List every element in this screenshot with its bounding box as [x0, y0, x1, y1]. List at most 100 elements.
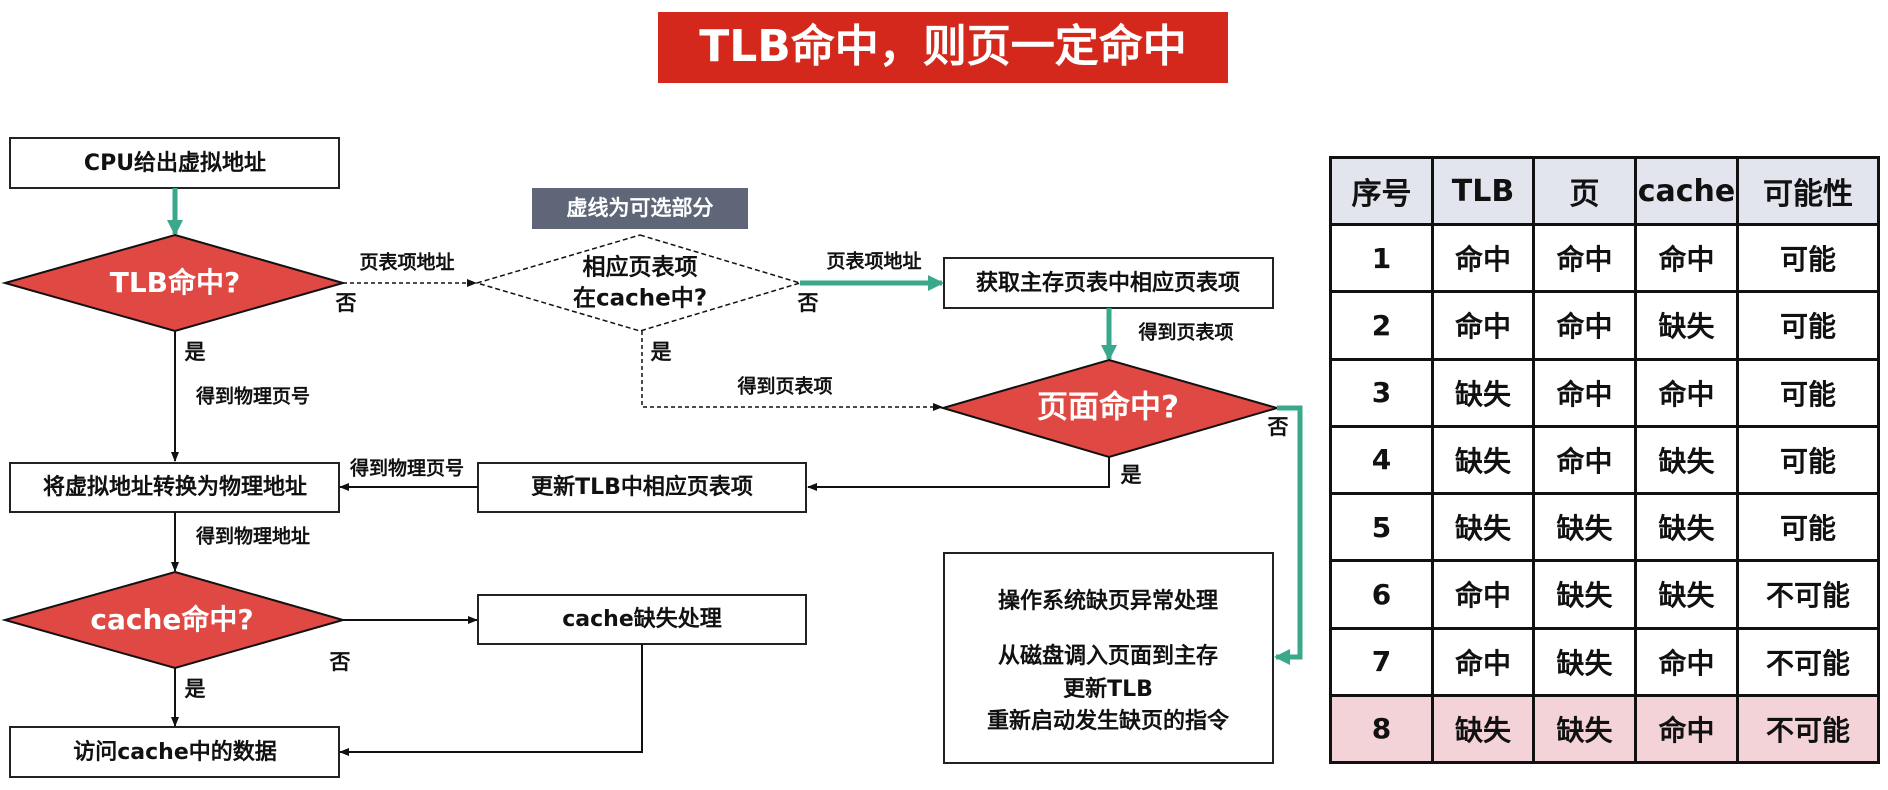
label-got-pa: 得到物理地址 — [195, 525, 310, 548]
label-no: 否 — [1268, 415, 1289, 439]
access-cache-box: 访问cache中的数据 — [9, 726, 340, 778]
cell-tlb: 缺失 — [1431, 424, 1535, 496]
cell-tlb: 命中 — [1431, 626, 1535, 697]
page-title: TLB命中，则页一定命中 — [699, 21, 1187, 72]
update-tlb-box: 更新TLB中相应页表项 — [477, 462, 807, 513]
cpu-text: CPU给出虚拟地址 — [84, 150, 266, 176]
cell-index: 3 — [1329, 357, 1434, 428]
cell-page: 命中 — [1532, 290, 1637, 361]
label-got-pte: 得到页表项 — [736, 375, 832, 398]
label-yes: 是 — [185, 340, 206, 364]
cell-possibility: 不可能 — [1736, 559, 1880, 630]
cell-index: 1 — [1329, 222, 1434, 294]
cell-possibility: 可能 — [1736, 424, 1880, 496]
cell-possibility: 可能 — [1736, 290, 1880, 361]
header-possibility: 可能性 — [1736, 156, 1880, 226]
cell-index: 4 — [1329, 424, 1434, 496]
table-header-row: 序号 TLB 页 cache 可能性 — [1329, 156, 1880, 226]
cell-page: 缺失 — [1532, 559, 1637, 630]
cell-index: 8 — [1329, 693, 1434, 765]
dashed-arrow — [641, 331, 943, 411]
cell-index: 5 — [1329, 491, 1434, 563]
cell-possibility: 不可能 — [1736, 626, 1880, 697]
access-cache-text: 访问cache中的数据 — [73, 739, 277, 765]
cell-index: 7 — [1329, 626, 1434, 697]
label-no: 否 — [330, 650, 351, 674]
cell-index: 6 — [1329, 559, 1434, 630]
cell-possibility: 可能 — [1736, 491, 1880, 563]
header-tlb: TLB — [1431, 156, 1535, 226]
fetch-pte-box: 获取主存页表中相应页表项 — [943, 257, 1274, 309]
cell-cache: 命中 — [1634, 626, 1739, 697]
cell-tlb: 命中 — [1431, 559, 1535, 630]
cell-page: 缺失 — [1532, 491, 1637, 563]
label-no: 否 — [798, 291, 819, 315]
cache-pte-decision: 相应页表项 在cache中? — [474, 234, 803, 332]
page-decision: 页面命中? — [939, 358, 1281, 459]
cell-tlb: 命中 — [1431, 290, 1535, 361]
cell-page: 命中 — [1532, 424, 1637, 496]
os-page-fault-box: 操作系统缺页异常处理 从磁盘调入页面到主存 更新TLB 重新启动发生缺页的指令 — [943, 552, 1274, 764]
fetch-pte-text: 获取主存页表中相应页表项 — [976, 270, 1240, 296]
cell-tlb: 缺失 — [1431, 357, 1535, 428]
green-arrow — [1274, 405, 1303, 665]
arrow — [339, 644, 643, 756]
optional-note: 虚线为可选部分 — [532, 188, 748, 229]
cache-pte-line1: 相应页表项 — [583, 254, 698, 281]
tlb-decision: TLB命中? — [1, 233, 347, 333]
cpu-box: CPU给出虚拟地址 — [9, 137, 340, 189]
cell-possibility: 可能 — [1736, 222, 1880, 294]
cell-cache: 缺失 — [1634, 290, 1739, 361]
os-line1: 操作系统缺页异常处理 — [998, 588, 1218, 614]
cell-page: 命中 — [1532, 357, 1637, 428]
title-banner: TLB命中，则页一定命中 — [658, 12, 1228, 83]
label-got-ppn: 得到物理页号 — [349, 457, 464, 480]
cell-cache: 缺失 — [1634, 559, 1739, 630]
update-tlb-text: 更新TLB中相应页表项 — [531, 474, 753, 500]
cell-cache: 缺失 — [1634, 424, 1739, 496]
cache-miss-text: cache缺失处理 — [562, 606, 722, 632]
page-decision-text: 页面命中? — [1037, 390, 1179, 426]
label-got-ppn: 得到物理页号 — [195, 385, 310, 408]
header-index: 序号 — [1329, 156, 1434, 226]
label-yes: 是 — [651, 340, 672, 364]
label-yes: 是 — [185, 677, 206, 701]
label-pte-addr: 页表项地址 — [826, 250, 921, 273]
label-yes: 是 — [1121, 463, 1142, 487]
arrow — [807, 457, 1110, 491]
cache-pte-line2: 在cache中? — [573, 285, 707, 312]
os-line3: 更新TLB — [1063, 676, 1153, 702]
cell-possibility: 可能 — [1736, 357, 1880, 428]
header-page: 页 — [1532, 156, 1637, 226]
label-pte-addr: 页表项地址 — [359, 251, 454, 274]
cell-cache: 命中 — [1634, 222, 1739, 294]
cell-page: 缺失 — [1532, 693, 1637, 765]
translate-text: 将虚拟地址转换为物理地址 — [43, 474, 307, 500]
cell-tlb: 命中 — [1431, 222, 1535, 294]
cache-miss-box: cache缺失处理 — [477, 594, 807, 645]
os-line4: 重新启动发生缺页的指令 — [987, 708, 1230, 734]
cell-index: 2 — [1329, 290, 1434, 361]
cell-tlb: 缺失 — [1431, 693, 1535, 765]
cache-decision-text: cache命中? — [90, 603, 253, 636]
note-text: 虚线为可选部分 — [567, 196, 714, 220]
cell-page: 命中 — [1532, 222, 1637, 294]
cell-cache: 缺失 — [1634, 491, 1739, 563]
cell-page: 缺失 — [1532, 626, 1637, 697]
tlb-decision-text: TLB命中? — [110, 266, 241, 299]
translate-box: 将虚拟地址转换为物理地址 — [9, 462, 340, 513]
header-cache: cache — [1634, 156, 1739, 226]
cell-cache: 命中 — [1634, 357, 1739, 428]
cell-tlb: 缺失 — [1431, 491, 1535, 563]
label-no: 否 — [336, 291, 357, 315]
